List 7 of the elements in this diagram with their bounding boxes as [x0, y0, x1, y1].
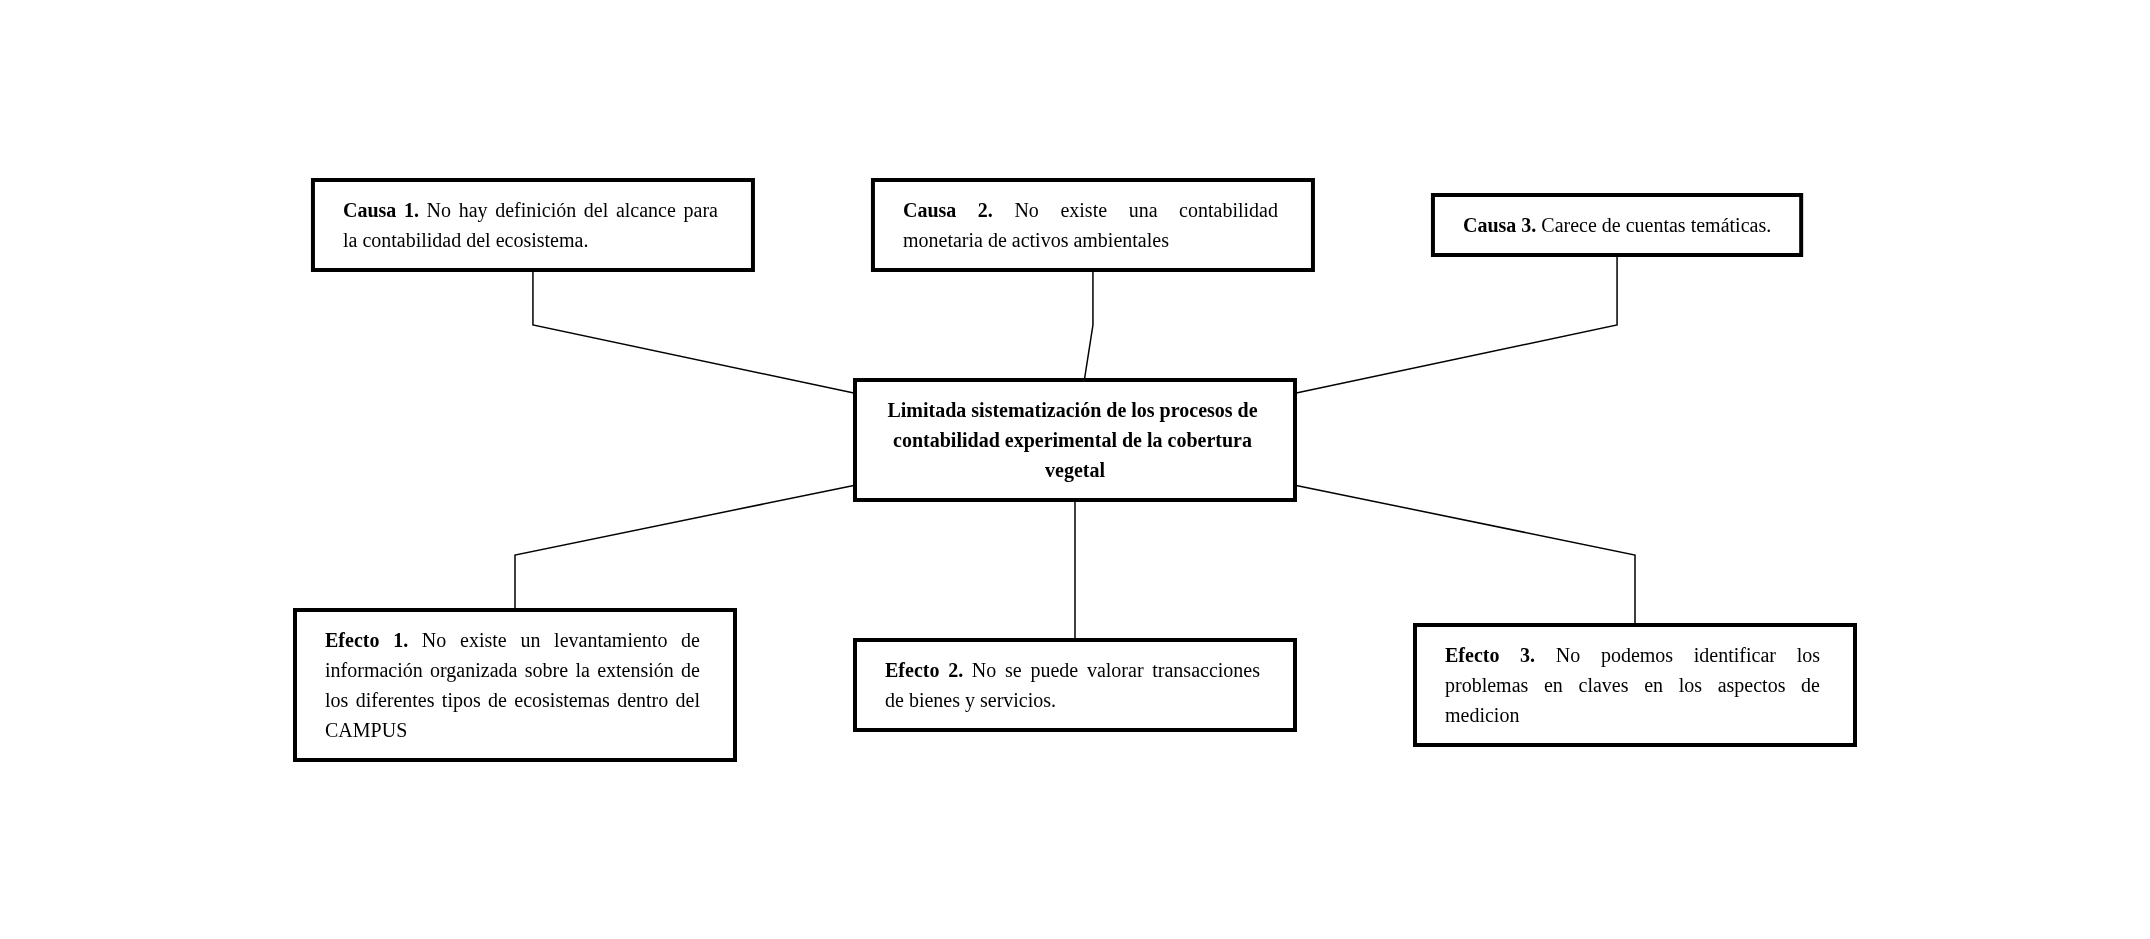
- node-box: Causa 3. Carece de cuentas temáticas.: [1430, 192, 1804, 257]
- node-box: Causa 1. No hay definición del alcance para la contabilidad del ecosistema.: [310, 177, 755, 272]
- node-box: Efecto 1. No existe un levantamiento de información organizada sobre la extensión de los diferentes tipos de ecosistemas dentro del CAMPUS: [293, 607, 737, 762]
- node-box: Efecto 3. No podemos identificar los problemas en claves en los aspectos de medicion: [1413, 622, 1857, 747]
- node-box: Causa 2. No existe una contabilidad monetaria de activos ambientales: [870, 177, 1315, 272]
- node-box: Efecto 2. No se puede valorar transacciones de bienes y servicios.: [853, 637, 1297, 732]
- node-box: Limitada sistematización de los procesos de contabilidad experimental de la cobertura vegetal: [853, 377, 1297, 502]
